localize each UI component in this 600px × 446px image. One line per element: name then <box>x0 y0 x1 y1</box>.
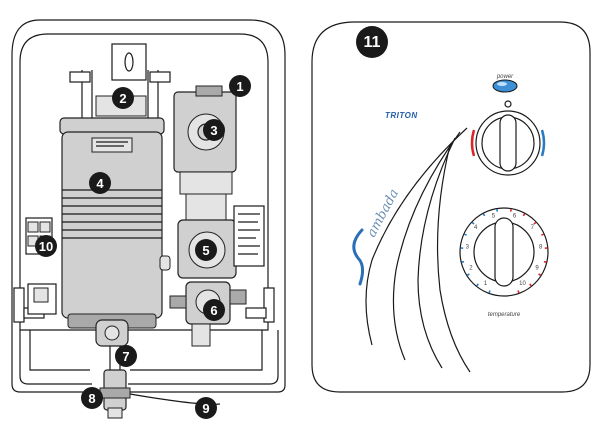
power-dial[interactable] <box>470 100 546 176</box>
rating-label <box>233 205 265 267</box>
temperature-scale-tick <box>522 213 526 217</box>
swoosh-4 <box>436 144 471 373</box>
temperature-scale-number: 1 <box>484 281 488 287</box>
temperature-scale-tick <box>466 273 470 276</box>
model-logo-s <box>352 228 365 286</box>
temperature-scale-tick <box>488 290 491 294</box>
top-bracket <box>111 43 147 81</box>
top-fitting-right <box>149 71 171 83</box>
power-symbol <box>504 100 512 108</box>
callout-number: 6 <box>210 303 217 318</box>
callout-badge-5: 5 <box>195 239 217 261</box>
callout-number: 1 <box>236 79 243 94</box>
temperature-scale-tick <box>482 213 486 217</box>
power-dial-cold-arc <box>540 129 546 157</box>
power-label: power <box>496 74 514 80</box>
heater-tank <box>59 117 171 329</box>
callout-badge-8: 8 <box>81 387 103 409</box>
temperature-scale-number: 4 <box>474 225 478 231</box>
temperature-scale-tick <box>541 233 545 236</box>
front-cover: power TRITON ambada 1 2 3 4 5 6 7 8 9 10 temperat… <box>311 21 591 393</box>
callout-badge-9: 9 <box>195 397 217 419</box>
temperature-dial[interactable]: 1 2 3 4 5 6 7 8 9 10 <box>459 207 549 297</box>
terminal-block <box>25 217 57 315</box>
callout-badge-7: 7 <box>115 345 137 367</box>
temperature-scale-tick <box>517 290 520 294</box>
temperature-label: temperature <box>488 312 521 318</box>
model-script: ambada <box>364 187 402 240</box>
temperature-scale-number: 2 <box>469 266 473 272</box>
brand-logo: TRITON <box>385 111 418 120</box>
temperature-scale-number: 9 <box>535 266 539 272</box>
bottom-rail-inner <box>29 330 263 371</box>
temperature-scale-number: 3 <box>466 245 470 251</box>
power-button-highlight <box>497 82 507 86</box>
bottom-rail <box>19 330 279 385</box>
callout-badge-11: 11 <box>356 26 388 58</box>
temperature-scale-tick <box>476 283 479 287</box>
callout-badge-1: 1 <box>229 75 251 97</box>
inner-frame <box>19 33 269 331</box>
callout-badge-2: 2 <box>112 87 134 109</box>
temperature-scale-number: 8 <box>539 245 543 251</box>
swoosh-2 <box>392 131 461 361</box>
callout-number: 11 <box>364 34 381 51</box>
temperature-scale-number: 7 <box>531 225 535 231</box>
right-tab <box>245 307 267 319</box>
callout-number: 3 <box>210 123 217 138</box>
backplate-outline <box>11 19 286 393</box>
left-clip <box>13 287 25 323</box>
power-dial-hot-arc <box>470 129 476 157</box>
swoosh-1 <box>365 127 468 346</box>
callout-badge-3: 3 <box>203 119 225 141</box>
cover-outline <box>311 21 591 393</box>
keyhole <box>124 52 134 72</box>
swoosh-3 <box>417 137 456 369</box>
temperature-scale-number: 10 <box>519 281 526 287</box>
valve-block <box>173 85 237 195</box>
temperature-scale-tick <box>471 221 475 225</box>
callout-number: 4 <box>96 176 104 191</box>
temperature-dial-scale: 1 2 3 4 5 6 7 8 9 10 <box>460 208 548 294</box>
power-button[interactable] <box>492 79 518 93</box>
temperature-scale-number: 6 <box>513 214 517 220</box>
temperature-scale-tick <box>461 260 465 263</box>
temperature-scale-tick <box>529 283 532 287</box>
flow-valve <box>177 193 237 279</box>
right-clip <box>263 287 275 323</box>
callout-number: 8 <box>88 391 95 406</box>
top-pipes <box>81 70 159 118</box>
temperature-scale-tick <box>463 233 467 236</box>
callout-number: 2 <box>119 91 126 106</box>
callout-number: 10 <box>39 239 53 254</box>
callout-badge-6: 6 <box>203 299 225 321</box>
callout-badge-4: 4 <box>89 172 111 194</box>
callout-badges: 1 2 3 4 5 6 7 8 9 10 11 <box>35 26 388 419</box>
top-fitting-left <box>69 71 91 83</box>
temperature-scale-tick <box>538 273 542 276</box>
callout-number: 7 <box>122 349 129 364</box>
temperature-scale-tick <box>543 260 547 263</box>
callout-badge-10: 10 <box>35 235 57 257</box>
rating-label-lines <box>238 213 260 255</box>
callout-number: 5 <box>202 243 209 258</box>
temperature-scale-number: 5 <box>492 214 496 220</box>
callout-number: 9 <box>202 401 209 416</box>
temperature-scale-tick <box>533 221 537 225</box>
